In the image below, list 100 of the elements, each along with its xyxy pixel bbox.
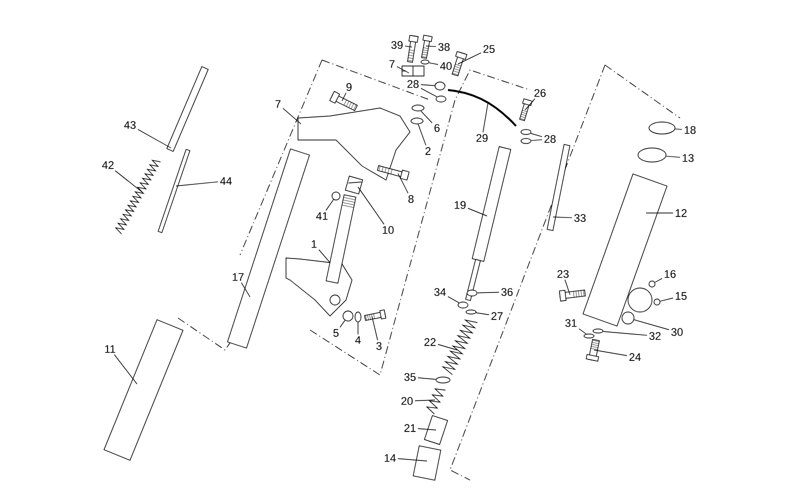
leader-line [326,199,334,211]
washer [436,96,446,102]
callout-number: 26 [532,88,548,98]
nut [342,310,354,322]
callout-number: 33 [572,212,588,224]
collar [344,176,364,194]
callout-number: 23 [555,268,571,280]
callout-number: 14 [382,452,398,464]
callout-number: 2 [423,146,433,156]
callout-number: 10 [380,224,396,236]
callout-number: 29 [474,132,490,144]
callout-number: 20 [399,396,415,406]
callout-number: 3 [374,340,384,352]
callout-number: 7 [387,58,397,70]
leader-line [138,129,172,148]
washer [412,104,424,112]
callout-number: 12 [673,208,689,218]
pipe [448,89,517,127]
leader-line [241,282,250,298]
leader-line [396,66,410,74]
callout-number: 9 [344,82,354,92]
rod [166,66,209,152]
callout-number: 16 [662,268,678,280]
leader-line [564,279,570,296]
leader-line [398,458,428,462]
leader-line [114,354,138,384]
leader-line [114,170,142,192]
callout-number: 44 [218,176,234,186]
leader-line [438,344,458,350]
leader-line [654,278,662,283]
callout-number: 18 [682,124,698,136]
callout-number: 36 [499,286,515,298]
leader-line [418,377,436,380]
washer [420,60,430,64]
leader-line [398,173,408,194]
nut [654,298,660,306]
washer [410,118,424,124]
leader-line [482,102,488,133]
callout-number: 32 [647,330,663,342]
seal-ring [466,310,476,314]
leader-line [458,52,482,64]
spring [114,160,161,234]
washer [434,82,446,90]
washer [520,138,532,144]
leader-line [404,46,412,48]
callout-number: 19 [452,200,468,210]
leader-line [340,320,346,328]
callout-number: 8 [406,194,416,204]
callout-number: 35 [402,372,418,382]
leader-line [448,296,460,304]
leader-line [468,208,488,216]
washer [584,334,594,338]
washer [436,376,450,384]
callout-number: 38 [436,42,452,52]
cap [648,122,676,134]
leader-line [634,319,670,330]
leader-line [426,46,436,47]
damper-rod [465,146,512,302]
leader-line [578,328,587,334]
leader-line [420,84,436,86]
leader-line [428,62,438,65]
callout-number: 41 [314,210,330,222]
bolt [364,309,386,321]
leader-line [530,133,542,138]
callout-number: 34 [432,286,448,298]
leader-line [646,212,674,214]
leader-line [358,186,384,225]
callout-number: 31 [563,318,579,328]
callout-number: 28 [405,78,421,90]
bolt [559,290,586,302]
callout-number: 5 [331,328,341,338]
callout-number: 43 [122,120,138,130]
seal-ring [638,148,666,162]
callout-number: 21 [402,422,418,434]
callout-number: 17 [230,272,246,282]
leader-line [420,110,432,124]
callout-number: 13 [680,152,696,164]
fork-slider [104,319,184,461]
washer [520,129,532,135]
leader-line [602,331,648,336]
callout-number: 15 [673,290,689,302]
leader-line [176,181,218,186]
callout-number: 25 [481,44,497,54]
triple-clamp [298,108,410,181]
bolt [452,51,468,76]
callout-number: 11 [102,344,118,354]
leader-line [552,216,572,218]
bolt [407,35,419,63]
callout-number: 7 [273,98,283,110]
callout-number: 27 [489,310,505,322]
leader-line [530,139,542,141]
leader-line [594,350,628,356]
nut [466,290,478,296]
nut [332,192,340,200]
callout-number: 40 [438,60,454,72]
leader-line [420,88,438,98]
callout-number: 22 [422,336,438,348]
washer [592,328,604,334]
callout-number: 24 [627,352,643,362]
leader-line [414,400,436,402]
